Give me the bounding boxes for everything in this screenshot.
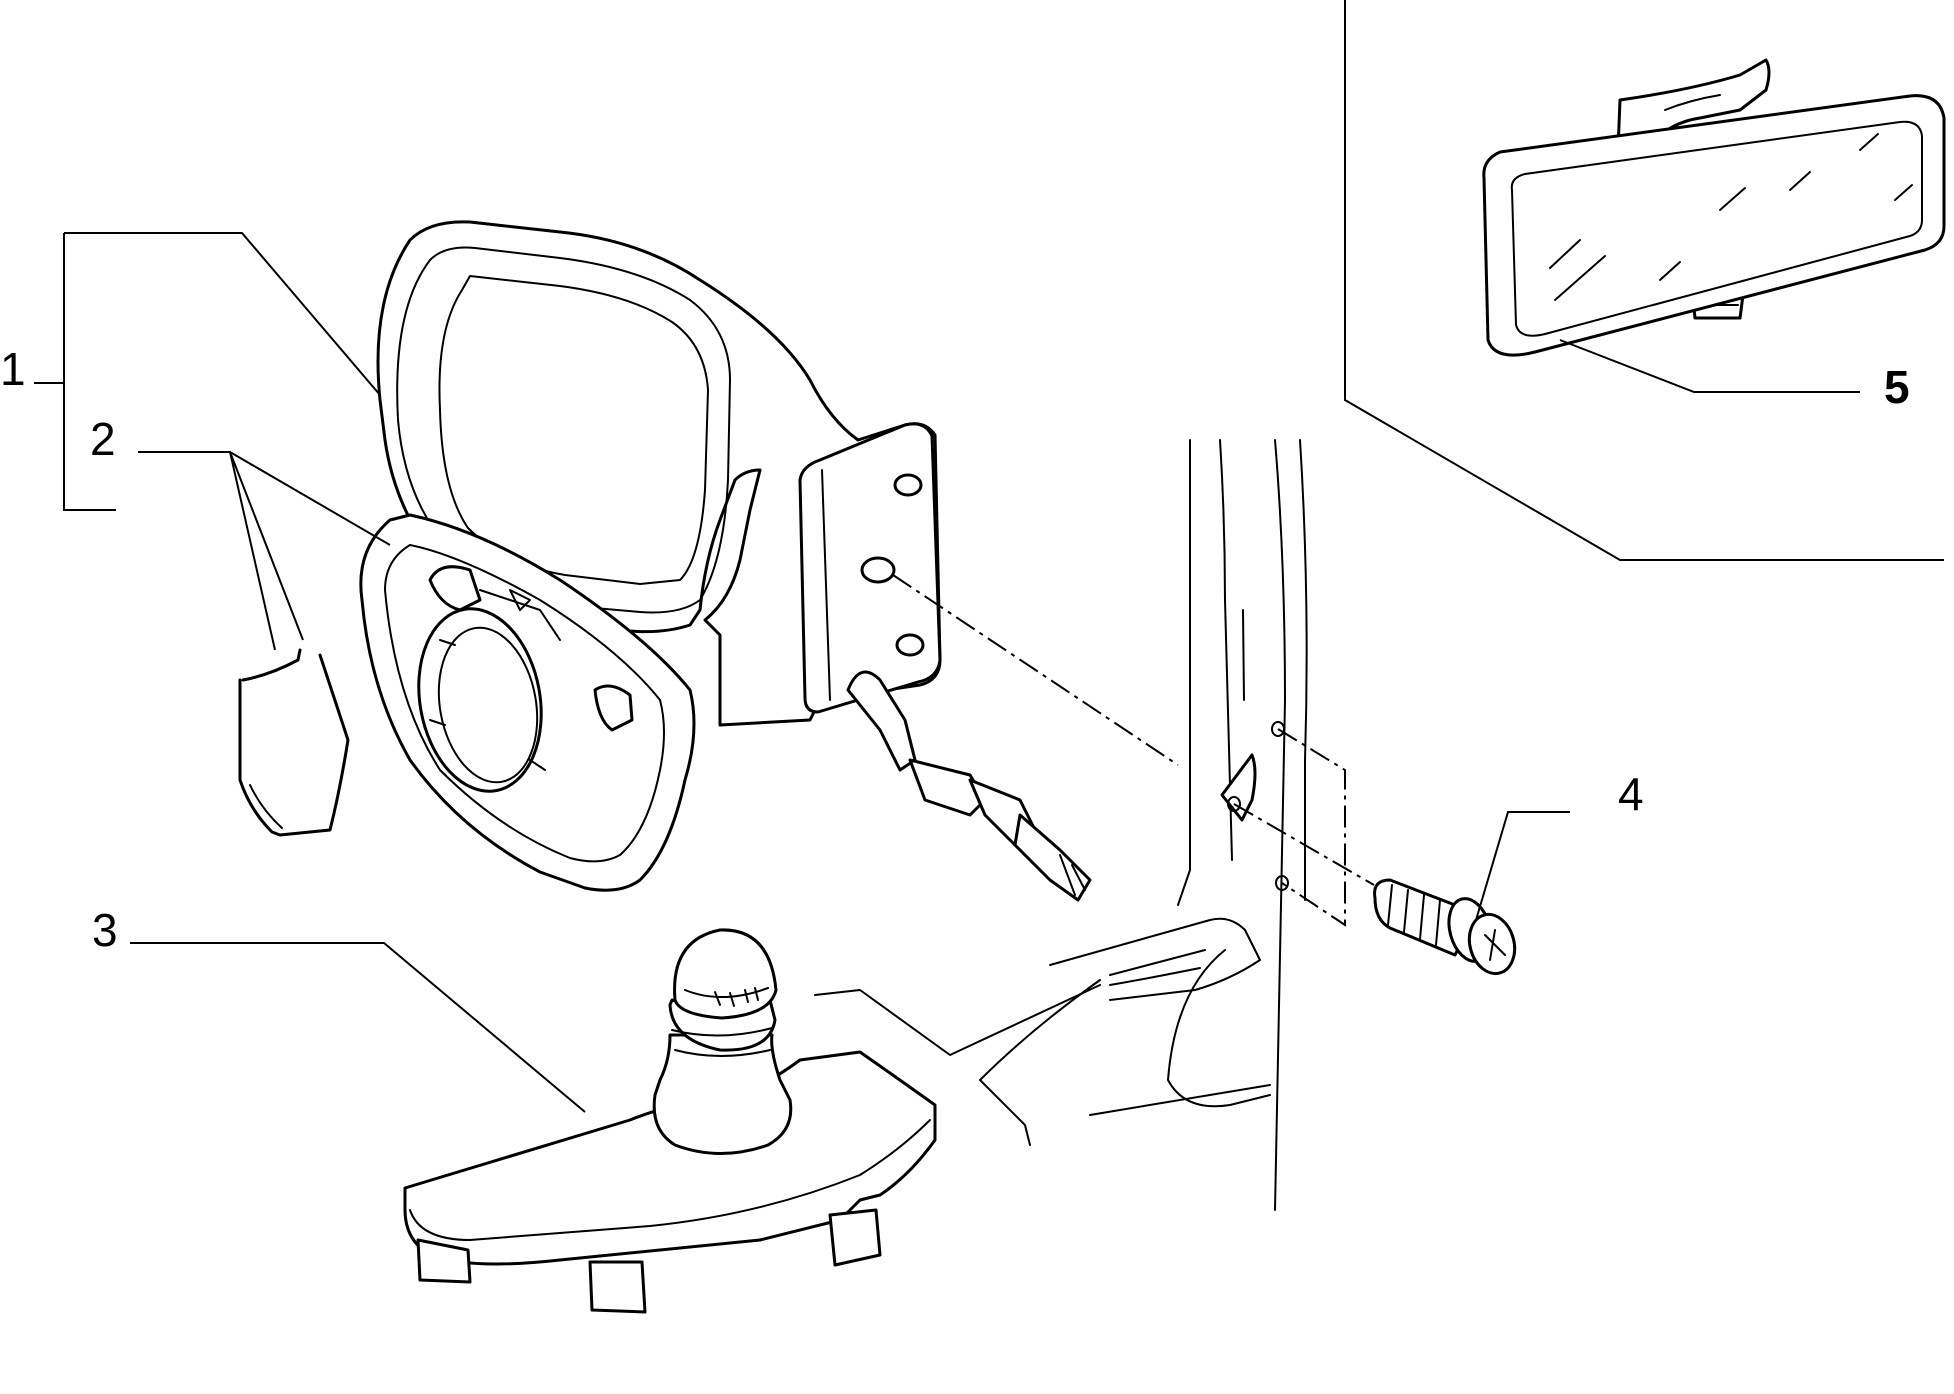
mount-cover[interactable] bbox=[403, 928, 937, 1314]
screw[interactable] bbox=[1373, 878, 1521, 979]
leader-2 bbox=[138, 451, 391, 651]
leader-lines bbox=[34, 232, 1860, 1113]
alignment-lines bbox=[892, 574, 1375, 927]
leader-5 bbox=[1559, 339, 1860, 393]
callout-5: 5 bbox=[1884, 361, 1910, 413]
callout-3: 3 bbox=[92, 904, 118, 956]
interior-rear-view-mirror[interactable] bbox=[1482, 58, 1946, 357]
leader-3 bbox=[130, 942, 586, 1113]
callout-1: 1 bbox=[0, 343, 26, 395]
callout-4: 4 bbox=[1618, 768, 1644, 820]
leader-4 bbox=[1475, 811, 1570, 921]
leader-1 bbox=[34, 232, 381, 511]
mirror-glass[interactable] bbox=[238, 513, 696, 892]
inset-panel-border bbox=[1344, 0, 1944, 561]
callout-labels: 1 2 3 4 5 bbox=[0, 343, 1910, 956]
door-pillar bbox=[814, 439, 1308, 1211]
callout-2: 2 bbox=[90, 413, 116, 465]
